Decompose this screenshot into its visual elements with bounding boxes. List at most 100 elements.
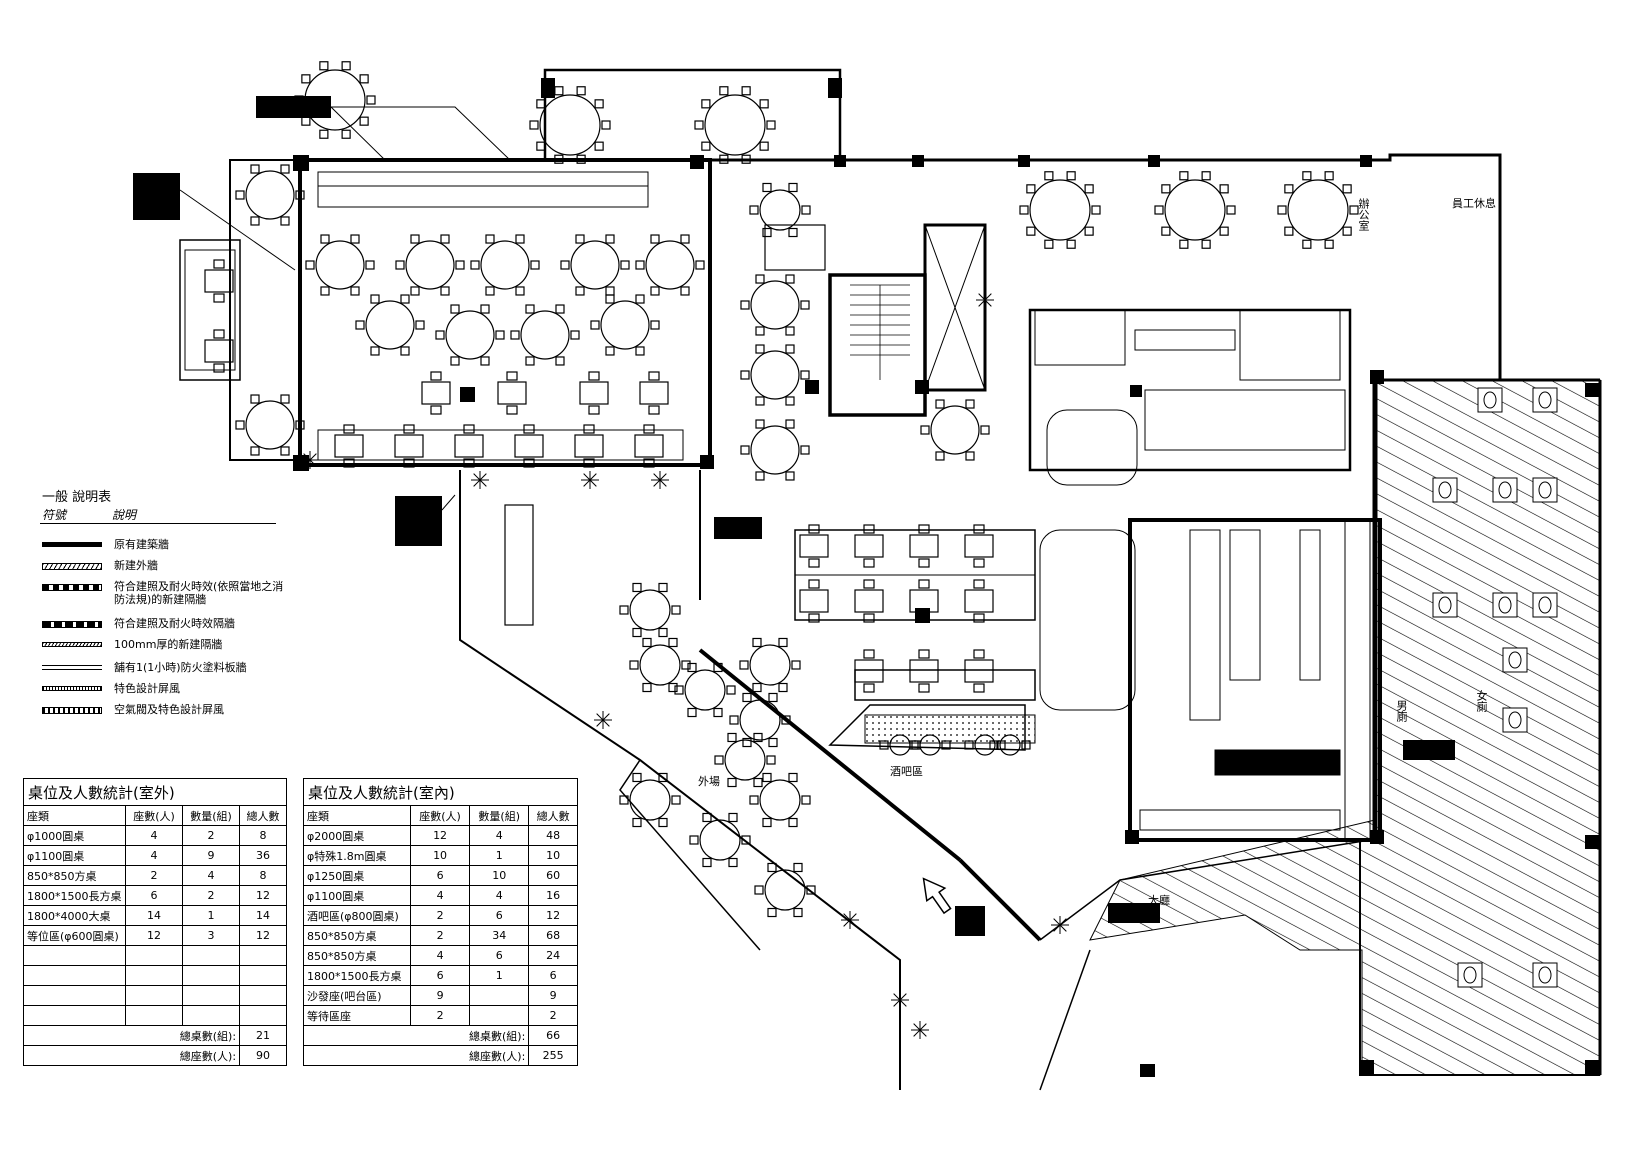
sofa-table	[764, 224, 826, 271]
legend-label: 100mm厚的新建隔牆	[114, 638, 223, 651]
building-walls	[179, 68, 1602, 1091]
plant-icon	[1051, 916, 1069, 934]
round-table	[689, 812, 751, 868]
round-table	[740, 344, 810, 406]
round-table	[235, 394, 305, 456]
legend-header: 符號說明	[42, 506, 136, 523]
outdoor-header-seats: 座數(人)	[124, 805, 184, 826]
round-table	[235, 164, 305, 226]
round-table	[619, 582, 681, 638]
indoor-table-cell: 酒吧區(φ800圓桌)	[303, 905, 411, 926]
outdoor-table-cell: 12	[239, 925, 287, 946]
plant-icon	[911, 1021, 929, 1039]
outdoor-table-cell: 14	[239, 905, 287, 926]
legend-swatch	[42, 563, 102, 570]
legend-item: 新建外牆	[42, 559, 284, 575]
legend-item: 空氣閥及特色設計屏風	[42, 703, 284, 719]
indoor-table-cell: 10	[409, 845, 471, 866]
indoor-table-cell: 6	[469, 905, 530, 926]
outdoor-total-seats-label: 總座數(人):	[22, 1045, 241, 1066]
outdoor-table-cell: φ1000圓桌	[23, 825, 126, 846]
round-table	[294, 61, 376, 139]
room-label-office: 辦公室	[1357, 198, 1370, 231]
round-table	[739, 637, 801, 693]
indoor-table-cell: 24	[528, 945, 578, 966]
indoor-header-type: 座類	[303, 805, 411, 826]
indoor-table-cell: 6	[409, 965, 471, 986]
round-table	[1277, 171, 1359, 249]
indoor-table-cell: 等待區座	[303, 1005, 411, 1026]
room-label-bar: 酒吧區	[890, 765, 923, 778]
rect-table	[634, 424, 664, 468]
round-table	[619, 772, 681, 828]
toilet	[1483, 391, 1497, 409]
toilet	[1498, 481, 1512, 499]
outdoor-table-cell	[124, 965, 184, 986]
outdoor-table-cell	[239, 985, 287, 1006]
legend-item: 特色設計屏風	[42, 682, 284, 698]
outdoor-table-cell	[23, 985, 126, 1006]
round-table	[590, 294, 660, 356]
legend-item: 舖有1(1小時)防火塗料板牆	[42, 661, 284, 677]
outdoor-table-cell: 6	[124, 885, 184, 906]
entrance-arrow-icon	[922, 877, 952, 915]
legend-label: 符合建照及耐火時效(依照當地之消防法規)的新建隔牆	[114, 580, 284, 606]
outdoor-table-row	[23, 965, 287, 986]
round-table	[749, 182, 811, 238]
booth-seating	[317, 171, 1138, 711]
outdoor-table-cell: 36	[239, 845, 287, 866]
round-table	[635, 234, 705, 296]
indoor-table-cell: 6	[528, 965, 578, 986]
outdoor-table-cell	[182, 965, 241, 986]
legend-col-desc: 說明	[112, 508, 137, 522]
outdoor-table-cell: 8	[239, 865, 287, 886]
legend-divider	[40, 523, 276, 524]
kitchen-equipment	[1034, 309, 1371, 841]
outdoor-table-cell: 1	[182, 905, 241, 926]
round-table	[920, 399, 990, 461]
round-table	[1019, 171, 1101, 249]
toilet	[1508, 711, 1522, 729]
indoor-table-cell: 60	[528, 865, 578, 886]
long-table	[504, 504, 534, 626]
outdoor-table-cell	[182, 985, 241, 1006]
outdoor-table-row	[23, 945, 287, 966]
toilet	[1538, 596, 1552, 614]
outdoor-table-cell: φ1100圓桌	[23, 845, 126, 866]
indoor-table-cell: 1800*1500長方桌	[303, 965, 411, 986]
outdoor-table-cell: 8	[239, 825, 287, 846]
outdoor-total-tables: 21	[239, 1025, 287, 1046]
outdoor-table-cell	[23, 945, 126, 966]
outdoor-table-row	[23, 985, 287, 1006]
outdoor-table-cell: 850*850方桌	[23, 865, 126, 886]
rect-table	[334, 424, 364, 468]
indoor-total-seats: 255	[528, 1045, 578, 1066]
staircase	[850, 284, 910, 380]
plant-icon	[651, 471, 669, 489]
rect-table	[454, 424, 484, 468]
rect-tables	[204, 224, 994, 693]
legend-swatch	[42, 584, 102, 591]
indoor-total-seats-label: 總座數(人):	[302, 1045, 530, 1066]
outdoor-table-cell	[182, 1005, 241, 1026]
outdoor-table-cell	[239, 945, 287, 966]
indoor-table-cell: φ1250圓桌	[303, 865, 411, 886]
legend-swatch	[42, 686, 102, 691]
rect-table	[854, 579, 884, 623]
plant-icon	[891, 991, 909, 1009]
outdoor-table-cell: 12	[124, 925, 184, 946]
plant-icon	[471, 471, 489, 489]
toilet	[1538, 391, 1552, 409]
indoor-table-cell: 850*850方桌	[303, 925, 411, 946]
outdoor-table-title: 桌位及人數統計(室外)	[23, 778, 287, 806]
